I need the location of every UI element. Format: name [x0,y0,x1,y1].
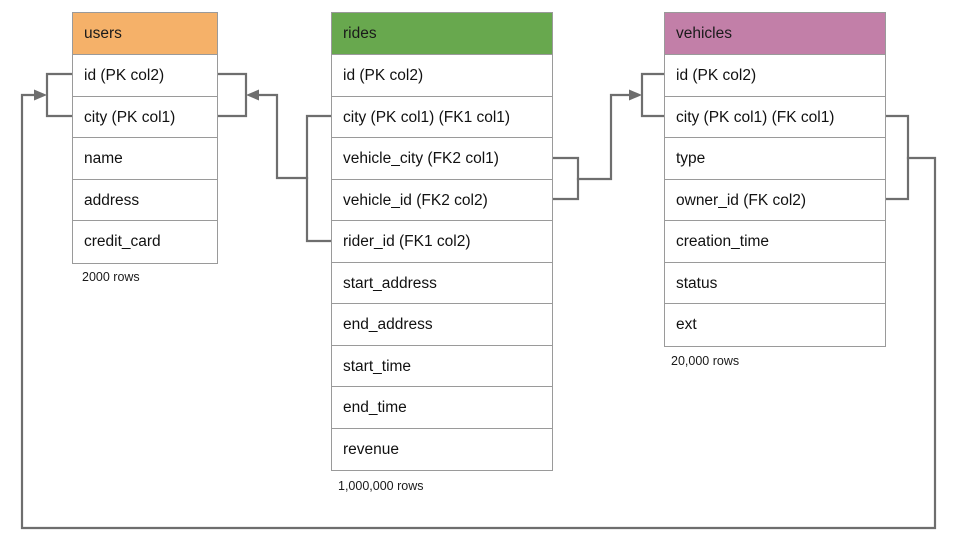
table-vehicles-column-type[interactable]: type [665,138,885,180]
table-rides-column-revenue[interactable]: revenue [332,428,552,470]
table-users-column-id[interactable]: id (PK col2) [73,55,217,97]
table-rides-column-vehicle-id[interactable]: vehicle_id (FK2 col2) [332,179,552,221]
table-users-column-credit-card[interactable]: credit_card [73,221,217,263]
table-rides-column-rider-id[interactable]: rider_id (FK1 col2) [332,221,552,263]
table-users-row-count: 2000 rows [82,270,140,284]
table-rides-column-vehicle-city[interactable]: vehicle_city (FK2 col1) [332,138,552,180]
table-rides-column-end-time[interactable]: end_time [332,387,552,429]
table-vehicles-column-ext[interactable]: ext [665,304,885,346]
wire-users-right-bracket [216,72,248,118]
wire-rides-fk2-to-vehicles [576,93,636,181]
table-users-column-name[interactable]: name [73,138,217,180]
wire-users-left-bracket [45,72,74,118]
table-vehicles[interactable]: vehicles id (PK col2) city (PK col1) (FK… [664,12,886,347]
table-vehicles-column-owner-id[interactable]: owner_id (FK col2) [665,179,885,221]
table-vehicles-column-city[interactable]: city (PK col1) (FK col1) [665,96,885,138]
table-vehicles-title: vehicles [665,13,885,55]
table-rides-column-city[interactable]: city (PK col1) (FK1 col1) [332,96,552,138]
arrowhead-vehicles-to-users [34,89,47,101]
wire-rides-fk1-to-users [252,93,309,180]
table-rides-column-start-address[interactable]: start_address [332,262,552,304]
wire-vehicles-fk-bracket [884,114,910,201]
table-users-title: users [73,13,217,55]
arrowhead-rides-to-users [246,89,259,101]
table-users-column-address[interactable]: address [73,179,217,221]
wire-vehicles-left-bracket [640,72,666,118]
table-users-column-city[interactable]: city (PK col1) [73,96,217,138]
table-vehicles-column-status[interactable]: status [665,262,885,304]
table-rides-column-start-time[interactable]: start_time [332,345,552,387]
table-vehicles-column-creation-time[interactable]: creation_time [665,221,885,263]
table-rides-column-id[interactable]: id (PK col2) [332,55,552,97]
table-rides[interactable]: rides id (PK col2) city (PK col1) (FK1 c… [331,12,553,471]
table-users[interactable]: users id (PK col2) city (PK col1) name a… [72,12,218,264]
wire-rides-fk1-bracket [305,114,333,243]
arrowhead-rides-to-vehicles [629,89,642,101]
table-rides-row-count: 1,000,000 rows [338,479,424,493]
table-rides-title: rides [332,13,552,55]
wire-rides-fk2-bracket [551,156,580,201]
table-rides-column-end-address[interactable]: end_address [332,304,552,346]
table-vehicles-column-id[interactable]: id (PK col2) [665,55,885,97]
table-vehicles-row-count: 20,000 rows [671,354,740,368]
